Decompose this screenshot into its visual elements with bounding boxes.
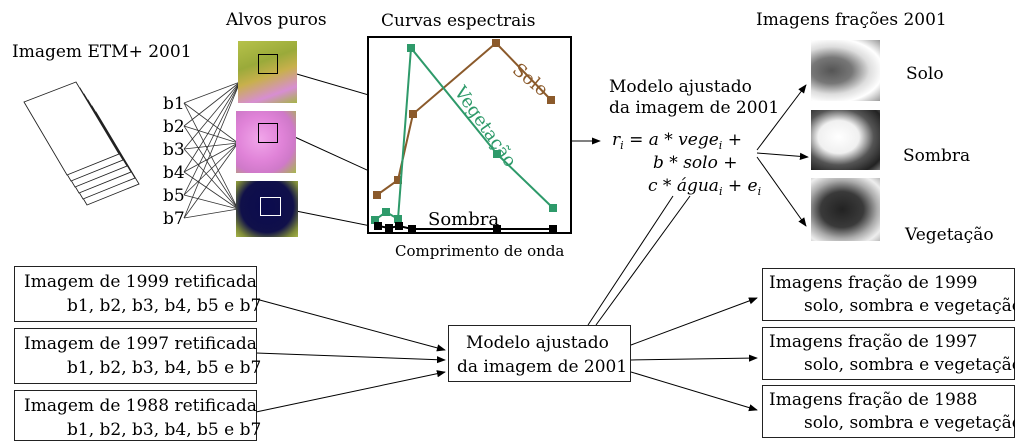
fan-line-b5-t0: [183, 81, 241, 219]
fan-line-b5-t1: [183, 142, 239, 219]
pure-targets-title: Alvos puros: [226, 10, 327, 30]
input-1999-bands: b1, b2, b3, b4, b5 e b7: [67, 296, 262, 316]
arrow-model-sombra: [756, 152, 809, 160]
fraction-label-solo: Solo: [906, 64, 944, 84]
band-label-b5: b5: [163, 186, 185, 206]
fan-line-b2-t2: [183, 148, 239, 210]
input-1999-title: Imagem de 1999 retificada: [24, 272, 257, 292]
output-1997-classes: solo, sombra e vegetação: [804, 355, 1015, 375]
curve-solo-marker-4: [547, 96, 555, 104]
pure-target-shadow-image: [236, 181, 298, 237]
curve-vegetacao-marker-5: [549, 204, 557, 212]
fan-line-b4-t2: [183, 194, 239, 210]
arrow-1988-model: [255, 370, 446, 413]
fan-line-b5-t2: [183, 208, 239, 219]
input-box-1999: Imagem de 1999 retificada b1, b2, b3, b4…: [14, 266, 261, 322]
fan-line-b4-t0: [183, 81, 241, 196]
fraction-image-solo: [811, 40, 880, 101]
arrow-model-out1999: [630, 297, 758, 346]
curve-sombra-marker-3: [408, 225, 416, 233]
fan-line-b0-t0: [183, 81, 241, 104]
input-box-1988: Imagem de 1988 retificada b1, b2, b3, b4…: [14, 390, 261, 441]
fan-line-b2-t1: [183, 142, 239, 150]
output-1999-classes: solo, sombra e vegetação: [804, 296, 1015, 316]
model-box-line2: da imagem de 2001: [457, 357, 628, 377]
band-label-b4: b4: [163, 163, 185, 183]
curve-solo-marker-2: [409, 110, 417, 118]
output-box-1997: Imagens fração de 1997 solo, sombra e ve…: [762, 327, 1015, 380]
curve-sombra-marker-0: [374, 222, 382, 230]
band-label-b2: b2: [163, 117, 185, 137]
curve-sombra-marker-2: [395, 222, 403, 230]
curve-vegetacao-marker-3: [407, 44, 415, 52]
fan-line-b3-t2: [183, 171, 239, 210]
fan-line-b1-t2: [183, 125, 239, 210]
arrow-1999-model: [255, 298, 446, 352]
arrow-model-vegetacao: [756, 156, 807, 227]
output-box-1988: Imagens fração de 1988 solo, sombra e ve…: [762, 385, 1015, 438]
curve-vegetacao-marker-4: [493, 150, 501, 158]
spectral-curves: [371, 39, 557, 233]
output-1997-title: Imagens fração de 1997: [769, 332, 978, 352]
model-box-line1: Modelo ajustado: [466, 333, 609, 353]
curve-solo-marker-0: [373, 191, 381, 199]
line-equation-model-right: [595, 195, 691, 326]
fraction-image-sombra: [811, 110, 880, 170]
input-1988-title: Imagem de 1988 retificada: [24, 396, 257, 416]
curve-sombra-marker-4: [493, 225, 501, 233]
fan-line-b2-t0: [183, 81, 241, 150]
fan-line-b4-t1: [183, 142, 239, 196]
output-1999-title: Imagens fração de 1999: [769, 273, 978, 293]
arrow-1997-model: [255, 352, 446, 364]
line-equation-model-left: [587, 195, 674, 326]
curve-label-sombra: Sombra: [428, 209, 500, 230]
fraction-images-title: Imagens frações 2001: [756, 10, 947, 30]
input-1988-bands: b1, b2, b3, b4, b5 e b7: [67, 420, 262, 440]
model-box: Modelo ajustado da imagem de 2001: [448, 325, 631, 382]
fan-line-b3-t1: [183, 142, 239, 173]
input-box-1997: Imagem de 1997 retificada b1, b2, b3, b4…: [14, 328, 261, 384]
fraction-label-sombra: Sombra: [903, 146, 971, 166]
output-box-1999: Imagens fração de 1999 solo, sombra e ve…: [762, 268, 1015, 321]
arrow-model-solo: [756, 84, 807, 151]
equation-line1: ri = a * vegei +: [612, 130, 742, 152]
fan-line-b1-t0: [183, 81, 241, 127]
pure-target-vegetation-image: [236, 111, 296, 173]
spectral-chart-frame: [367, 36, 572, 234]
curve-solo-marker-1: [394, 176, 402, 184]
curve-sombra-marker-5: [549, 225, 557, 233]
pure-target-soil-image: [238, 41, 297, 103]
model-title-line1: Modelo ajustado: [609, 77, 752, 97]
curve-vegetacao-marker-2: [394, 215, 402, 223]
fan-line-b0-t2: [183, 102, 239, 210]
model-title-line2: da imagem de 2001: [609, 98, 780, 118]
curve-sombra-marker-1: [385, 224, 393, 232]
arrow-model-out1988: [630, 371, 758, 412]
equation-line3: c * águai + ei: [648, 176, 762, 198]
fraction-image-vegetacao: [811, 178, 880, 241]
fan-line-b3-t0: [183, 81, 241, 173]
etm-image-stack-icon: [23, 81, 140, 206]
equation-line2: b * solo +: [653, 153, 738, 173]
arrow-model-out1997: [630, 354, 758, 362]
fan-line-b0-t1: [183, 102, 239, 144]
band-label-b1: b1: [163, 94, 185, 114]
input-1997-bands: b1, b2, b3, b4, b5 e b7: [67, 358, 262, 378]
fan-line-b1-t1: [183, 125, 239, 144]
curve-solo-marker-3: [492, 39, 500, 47]
output-1988-title: Imagens fração de 1988: [769, 390, 978, 410]
curve-vegetacao-marker-1: [382, 208, 390, 216]
curve-vegetacao-marker-0: [371, 216, 379, 224]
band-label-b7: b7: [163, 209, 185, 229]
spectral-curves-title: Curvas espectrais: [381, 11, 536, 31]
etm-image-label: Imagem ETM+ 2001: [12, 42, 192, 62]
output-1988-classes: solo, sombra e vegetação: [804, 413, 1015, 433]
band-target-fan: [183, 81, 241, 219]
band-label-b3: b3: [163, 140, 185, 160]
chart-x-axis-label: Comprimento de onda: [395, 242, 565, 260]
fraction-label-vegetacao: Vegetação: [905, 225, 994, 245]
input-1997-title: Imagem de 1997 retificada: [24, 334, 257, 354]
